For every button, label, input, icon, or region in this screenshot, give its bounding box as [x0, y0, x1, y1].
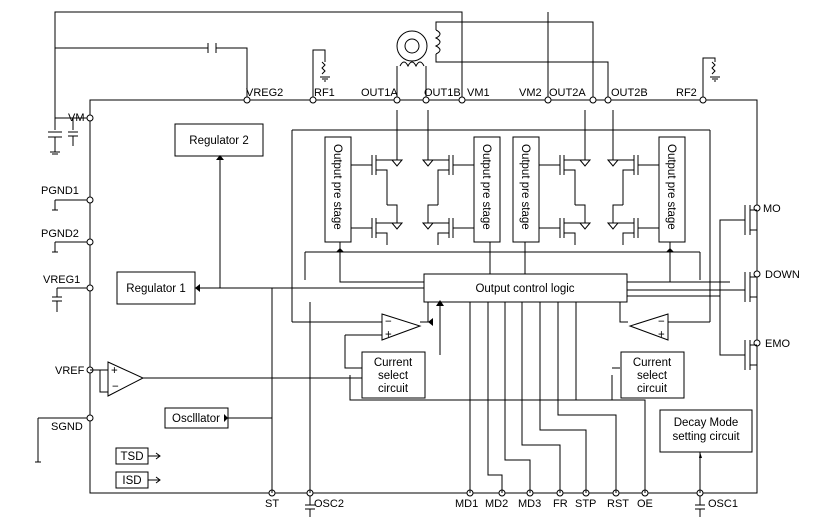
svg-text:Current: Current	[374, 357, 413, 369]
pin-terminal	[243, 96, 251, 104]
pin-out1a: OUT1A	[361, 87, 398, 99]
pin-mo: MO	[763, 203, 781, 215]
svg-text:select: select	[378, 370, 409, 382]
pin-pgnd1: PGND1	[41, 185, 79, 197]
left-pin-labels: VM PGND1 PGND2 VREG1 VREF SGND	[41, 112, 85, 433]
pin-terminal	[86, 284, 94, 292]
pin-rf2: RF2	[676, 87, 697, 99]
pin-osc2: OSC2	[314, 498, 344, 510]
pin-stp: STP	[575, 498, 596, 510]
svg-text:circuit: circuit	[637, 383, 668, 395]
h-bridge-2-transistors	[539, 110, 659, 245]
vref-amplifier: + −	[107, 361, 145, 397]
pin-vm: VM	[68, 112, 85, 124]
pin-sgnd: SGND	[51, 421, 83, 433]
current-select-circuit-left: Current select circuit	[361, 351, 426, 399]
svg-text:circuit: circuit	[378, 383, 409, 395]
pin-terminal	[589, 96, 597, 104]
svg-text:Output pre stage: Output pre stage	[480, 144, 492, 230]
pin-rst: RST	[607, 498, 629, 510]
svg-text:−: −	[385, 316, 392, 328]
svg-text:−: −	[658, 316, 665, 328]
internal-wiring	[90, 129, 745, 493]
pin-fr: FR	[553, 498, 568, 510]
pin-terminal	[86, 114, 94, 122]
pin-vreg1: VREG1	[43, 274, 80, 286]
svg-text:+: +	[111, 365, 118, 377]
top-pin-labels: VREG2 RF1 OUT1A OUT1B VM1 VM2 OUT2A OUT2…	[246, 87, 697, 99]
pin-st: ST	[265, 498, 279, 510]
svg-text:setting circuit: setting circuit	[672, 431, 740, 443]
comparator-left: + −	[381, 313, 422, 341]
external-wiring	[35, 11, 720, 517]
svg-text:−: −	[112, 381, 119, 393]
pin-vref: VREF	[55, 365, 85, 377]
current-select-circuit-right: Current select circuit	[620, 351, 685, 399]
pin-terminal	[86, 414, 94, 422]
svg-text:+: +	[385, 329, 392, 341]
output-pre-stage-2: Output pre stage	[473, 136, 501, 243]
tsd-block: TSD	[115, 447, 161, 465]
svg-text:ISD: ISD	[122, 475, 141, 487]
svg-text:TSD: TSD	[121, 451, 144, 463]
pin-vm1: VM1	[467, 87, 490, 99]
oscillator-block: Osclllator	[164, 407, 229, 429]
pin-md1: MD1	[455, 498, 478, 510]
svg-text:Output pre stage: Output pre stage	[519, 144, 531, 230]
pin-terminal	[604, 96, 612, 104]
pin-terminal	[753, 270, 761, 278]
isd-block: ISD	[115, 471, 161, 489]
pin-out2a: OUT2A	[549, 87, 586, 99]
pin-terminal	[699, 96, 707, 104]
output-pre-stage-3: Output pre stage	[512, 136, 540, 243]
pin-down: DOWN	[765, 269, 800, 281]
stepper-motor-symbol	[396, 21, 609, 100]
svg-text:Current: Current	[633, 357, 672, 369]
pin-out2b: OUT2B	[611, 87, 648, 99]
pin-oe: OE	[637, 498, 653, 510]
pin-md2: MD2	[485, 498, 508, 510]
bottom-pin-labels: ST OSC2 MD1 MD2 MD3 FR STP RST OE OSC1	[265, 498, 738, 510]
pin-rf1: RF1	[314, 87, 335, 99]
svg-text:+: +	[658, 329, 665, 341]
comparator-right: + −	[628, 313, 669, 341]
signal-arrows	[195, 155, 702, 458]
pin-vm2: VM2	[519, 87, 542, 99]
svg-text:Regulator 1: Regulator 1	[126, 283, 185, 295]
output-control-logic-block: Output control logic	[423, 273, 628, 303]
svg-text:Output pre stage: Output pre stage	[665, 144, 677, 230]
right-pin-labels: MO DOWN EMO	[763, 203, 800, 350]
pin-terminal	[422, 96, 430, 104]
output-pre-stage-4: Output pre stage	[658, 136, 686, 243]
pin-md3: MD3	[518, 498, 541, 510]
pin-osc1: OSC1	[708, 498, 738, 510]
pin-emo: EMO	[765, 338, 791, 350]
pin-terminal	[86, 196, 94, 204]
regulator-1-block: Regulator 1	[116, 271, 196, 305]
svg-text:Decay Mode: Decay Mode	[674, 417, 739, 429]
svg-text:select: select	[637, 370, 668, 382]
pin-terminal	[393, 96, 401, 104]
output-pre-stage-1: Output pre stage	[324, 136, 352, 243]
svg-text:Output pre stage: Output pre stage	[331, 144, 343, 230]
h-bridge-1-transistors	[351, 110, 474, 245]
pin-terminal	[458, 96, 466, 104]
svg-text:Osclllator: Osclllator	[172, 413, 220, 425]
pin-terminal	[86, 238, 94, 246]
regulator-2-block: Regulator 2	[174, 123, 264, 157]
pin-out1b: OUT1B	[424, 87, 461, 99]
open-drain-outputs	[719, 205, 758, 377]
pin-terminal	[544, 96, 552, 104]
pin-vreg2: VREG2	[246, 87, 283, 99]
pin-terminal	[309, 96, 317, 104]
svg-text:Output control logic: Output control logic	[475, 283, 574, 295]
pin-pgnd2: PGND2	[41, 228, 79, 240]
svg-text:Regulator 2: Regulator 2	[189, 135, 248, 147]
decay-mode-setting-circuit: Decay Mode setting circuit	[659, 409, 753, 453]
